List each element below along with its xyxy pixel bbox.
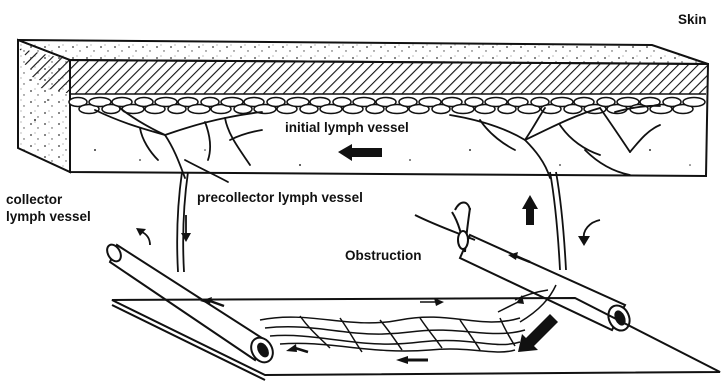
skin-label: Skin [678,12,707,28]
precollector-lymph-vessel-label: precollector lymph vessel [197,190,363,206]
collector-label-line2: lymph vessel [6,209,91,225]
obstruction-label: Obstruction [345,248,422,264]
left-collector-vessel [104,242,277,366]
collector-label-line1: collector [6,192,62,208]
lymph-mesh [260,285,556,352]
obstruction-ligature [415,203,475,253]
initial-lymph-network [95,106,660,182]
epidermal-cells [69,98,705,114]
cell [683,98,705,107]
initial-lymph-vessel-label: initial lymph vessel [285,120,409,136]
